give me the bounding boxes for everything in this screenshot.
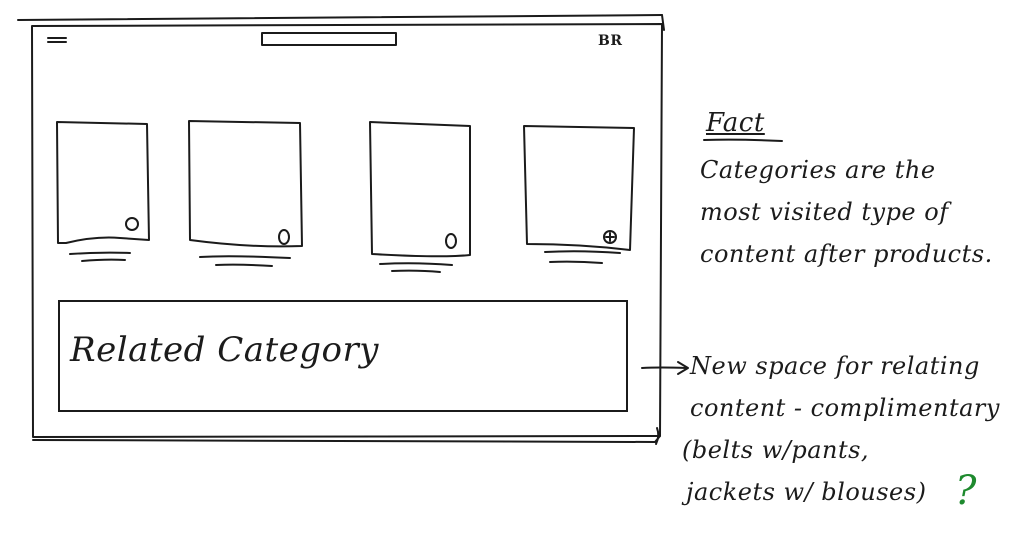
note-line: (belts w/pants,: [682, 436, 870, 464]
account-label[interactable]: BR: [598, 33, 623, 49]
product-card-3-caption-line: [391, 269, 441, 273]
fact-line: Categories are the: [700, 156, 936, 184]
product-card-4-icon-plus: [605, 232, 615, 242]
product-card-2-frame: [188, 120, 303, 248]
product-card-2-caption-line: [199, 255, 291, 259]
product-card-1-caption-line: [81, 258, 126, 262]
page-frame-top-outer: [17, 14, 663, 21]
product-card-1-caption-line: [69, 251, 131, 255]
product-card-4-frame: [523, 125, 635, 251]
product-card-4-caption-line: [544, 250, 621, 254]
fact-line: content after products.: [700, 240, 993, 268]
product-card-4-icon: [603, 230, 617, 244]
annotation-bracket: [655, 427, 660, 445]
product-card-1-icon: [125, 217, 139, 231]
product-card-3-frame: [369, 121, 471, 258]
product-card-2-icon: [278, 229, 290, 245]
fact-heading: Fact: [706, 108, 765, 138]
product-card-4-caption-line: [549, 260, 603, 264]
note-line: New space for relating: [690, 352, 980, 380]
note-line: jackets w/ blouses): [686, 478, 927, 506]
related-category-label: Related Category: [70, 330, 379, 370]
product-card-3-caption-line: [379, 262, 453, 266]
fact-line: most visited type of: [700, 198, 949, 226]
annotation-arrow: [641, 366, 687, 369]
product-card-2-caption-line: [215, 263, 273, 267]
product-card-1-frame: [56, 121, 150, 244]
page-frame-right-outer: [661, 14, 665, 31]
product-card-3-icon: [445, 233, 457, 249]
search-bar[interactable]: [261, 32, 397, 46]
hamburger-menu-icon[interactable]: [46, 36, 68, 46]
related-category-section: [58, 300, 628, 412]
question-mark: ?: [955, 468, 977, 514]
fact-underline: [703, 138, 783, 142]
annotation-arrow-head: [677, 361, 689, 375]
note-line: content - complimentary: [690, 394, 1000, 422]
